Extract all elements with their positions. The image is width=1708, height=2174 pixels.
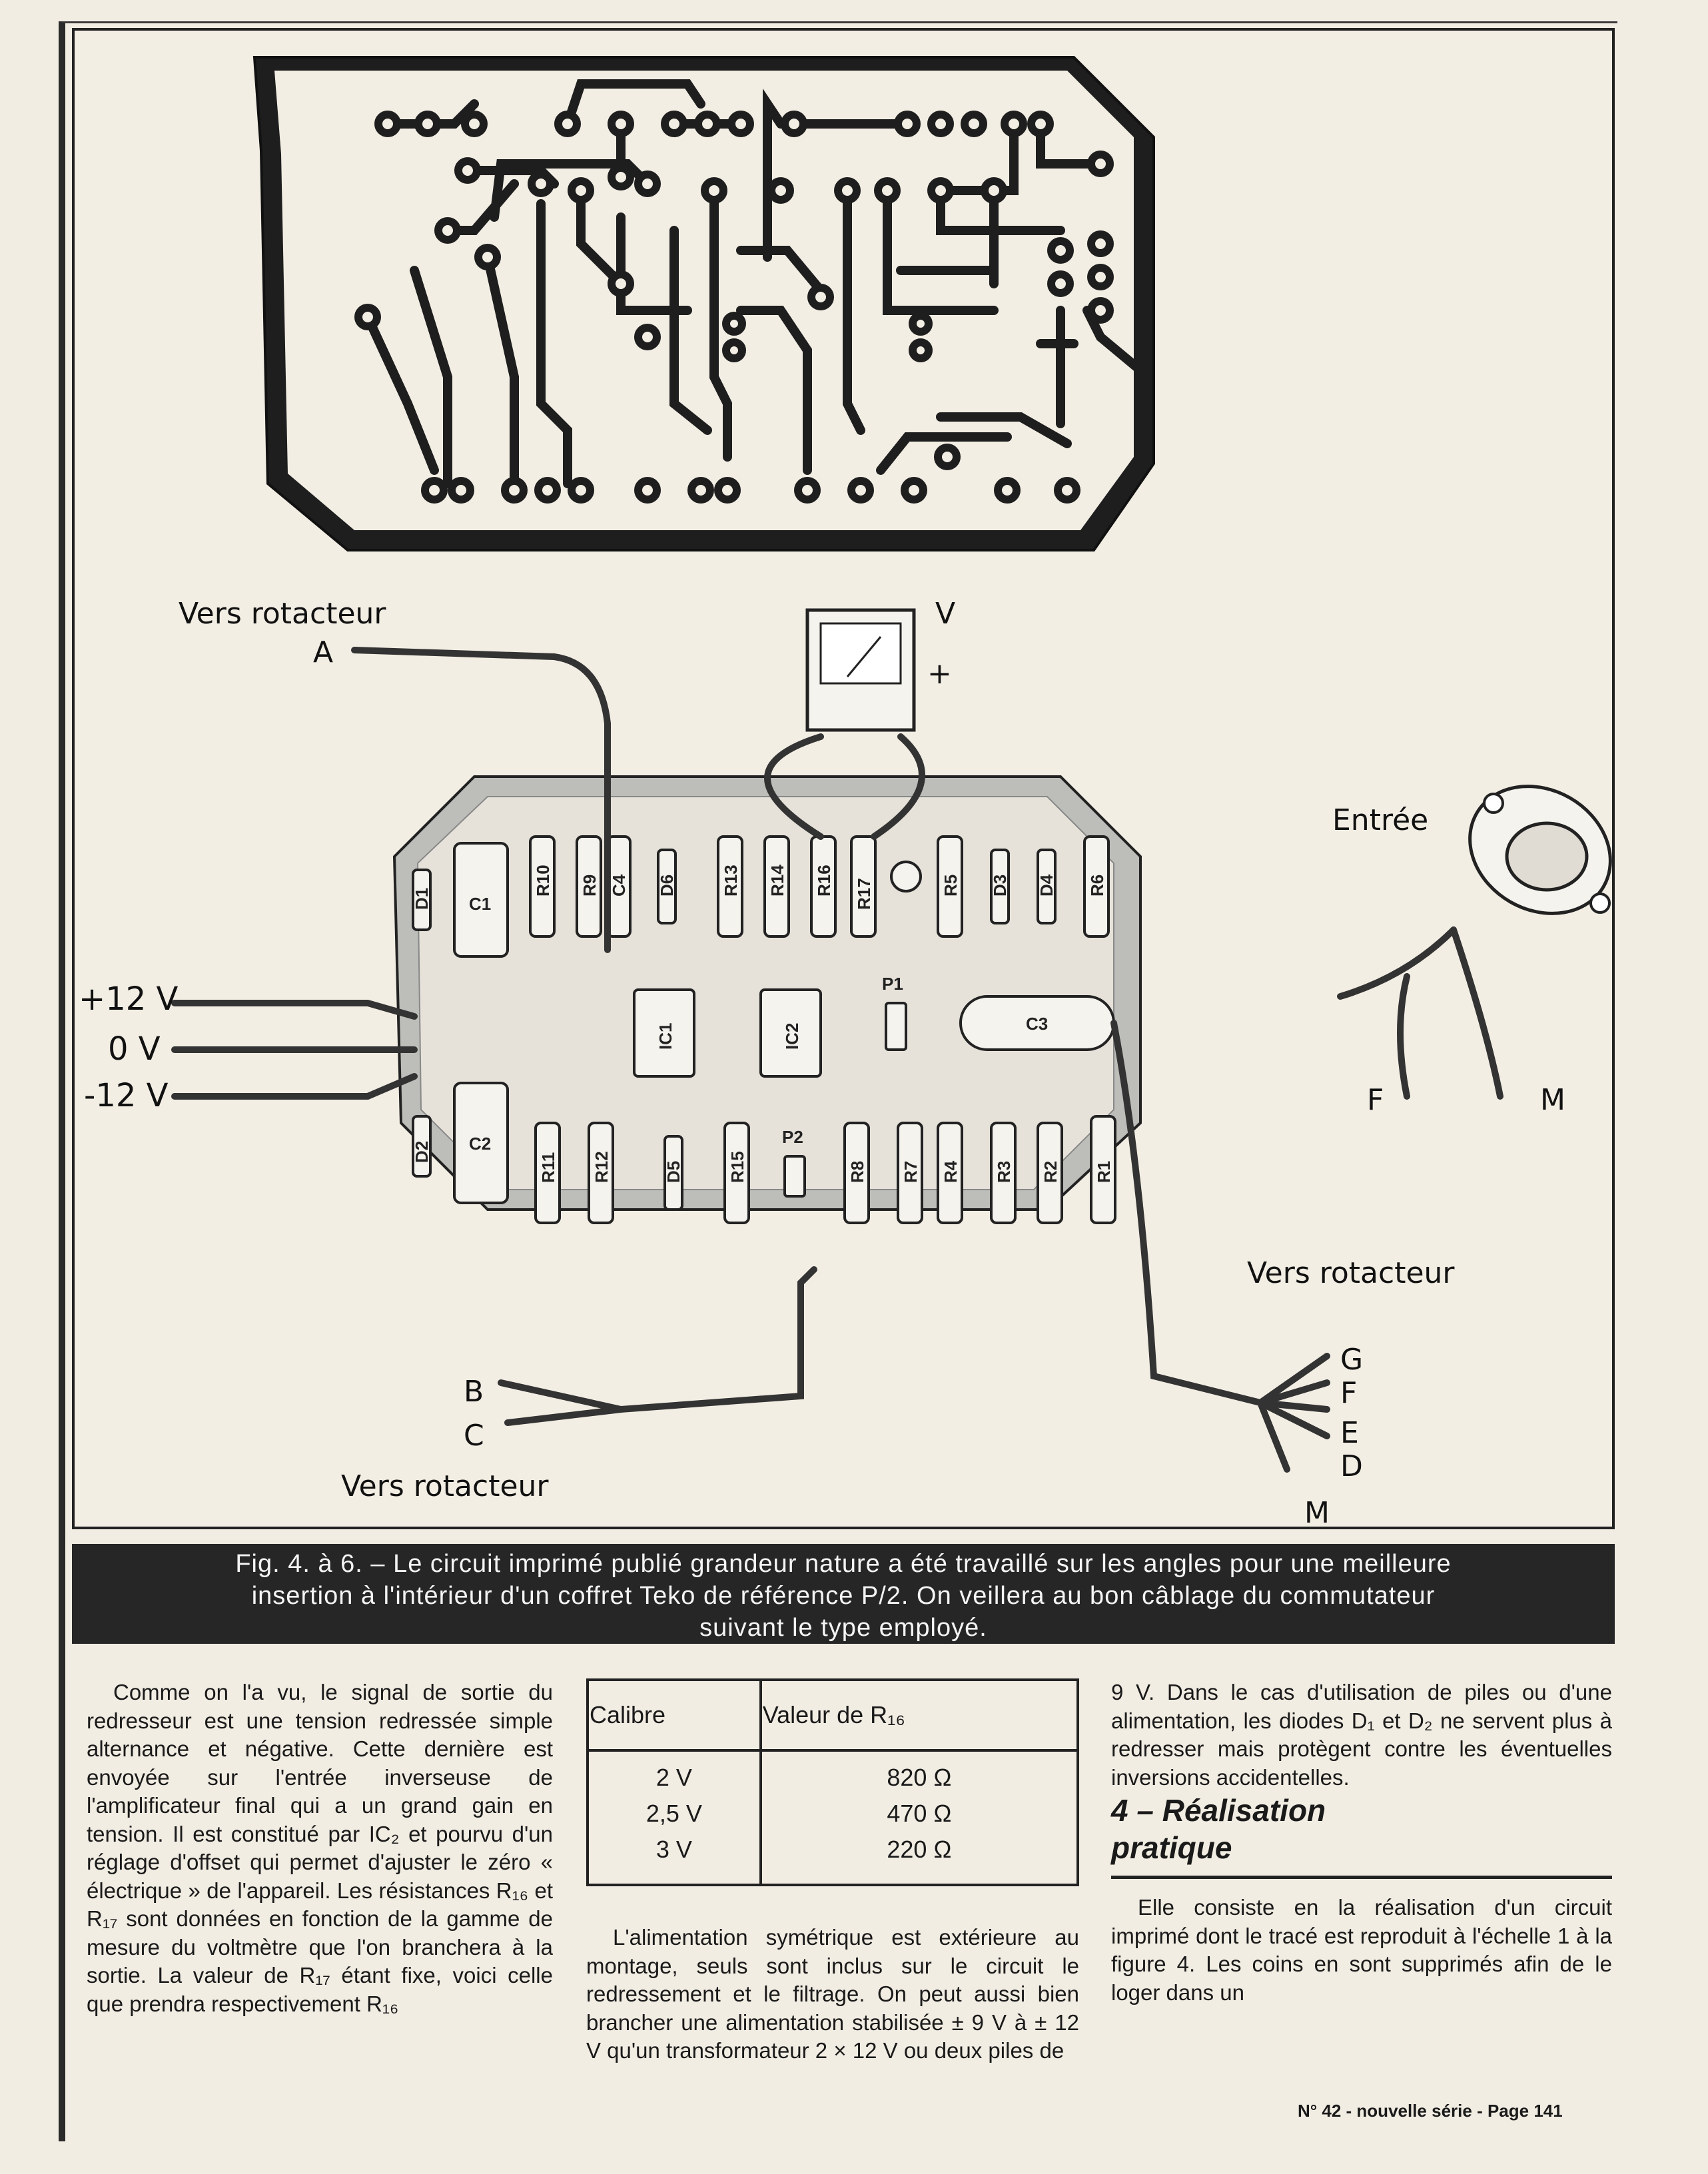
table-cell: 470 Ω [759,1796,1078,1832]
label-c3: C3 [1026,1014,1048,1034]
page-binding-edge [59,21,1617,2141]
point-a-label: A [313,635,333,669]
table-cell: 820 Ω [759,1760,1078,1796]
entree-f-label: F [1367,1083,1384,1117]
wire-d-label: D [1340,1449,1363,1483]
wire-f-label: F [1340,1376,1357,1410]
text-column-3: 9 V. Dans le cas d'utilisation de piles … [1111,1678,1612,2007]
vers-rotacteur-right: Vers rotacteur [1247,1256,1455,1290]
label-r12: R12 [592,1151,612,1183]
table-cell: 2,5 V [645,1800,702,1827]
label-d1: D1 [412,888,432,910]
label-r7: R7 [901,1161,921,1183]
table-row [588,1868,1078,1885]
table-cell: 3 V [655,1836,692,1863]
label-c2: C2 [469,1134,491,1154]
caption-line-2: insertion à l'intérieur d'un coffret Tek… [251,1582,1436,1610]
table-cell: 220 Ω [759,1832,1078,1868]
paragraph-realisation: Elle consiste en la réalisation d'un cir… [1111,1895,1612,2005]
label-d3: D3 [990,875,1010,897]
page-footer: N° 42 - nouvelle série - Page 141 [1298,2101,1563,2121]
figure-caption: Fig. 4. à 6. – Le circuit imprimé publié… [72,1544,1615,1644]
label-r3: R3 [994,1161,1014,1183]
circuit-figure: R10 R9 C4 D6 R13 R14 R16 R17 R5 D3 D4 R6… [79,56,1612,1530]
label-ic2: IC2 [782,1023,802,1050]
label-p2: P2 [782,1127,803,1147]
caption-line-3: suivant le type employé. [699,1614,987,1642]
label-c4: C4 [609,874,629,897]
table-row [588,1750,1078,1760]
label-c1: C1 [469,894,491,914]
label-d2: D2 [412,1141,432,1163]
label-ic1: IC1 [655,1023,675,1050]
pcb-trace-layout [252,56,1155,551]
wire-e-label: E [1340,1416,1359,1450]
plus-12v-label: +12 V [79,980,179,1018]
label-r5: R5 [941,875,961,897]
label-r1: R1 [1094,1161,1114,1183]
label-r13: R13 [721,865,741,897]
section-title-line-1: 4 – Réalisation [1111,1793,1326,1828]
entree-m-label: M [1540,1083,1565,1117]
label-r4: R4 [941,1160,961,1183]
section-title-line-2: pratique [1111,1830,1232,1865]
label-r8: R8 [847,1161,867,1183]
paragraph-piles: 9 V. Dans le cas d'utilisation de piles … [1111,1680,1612,1790]
table-cell: 2 V [655,1764,692,1791]
label-r10: R10 [533,865,553,897]
paragraph-alimentation: L'alimentation symétrique est extérieure… [586,1925,1079,2063]
label-r14: R14 [767,865,787,897]
label-r16: R16 [814,865,834,897]
voltmeter-icon [805,608,916,732]
label-p1: P1 [882,974,903,994]
text-column-1: Comme on l'a vu, le signal de sortie du … [87,1678,553,2018]
table-header-calibre: Calibre [588,1680,761,1752]
label-d5: D5 [663,1161,683,1183]
label-r6: R6 [1087,875,1107,897]
wire-g-label: G [1340,1343,1363,1377]
wire-b-label: B [464,1375,484,1409]
figure-frame: R10 R9 C4 D6 R13 R14 R16 R17 R5 D3 D4 R6… [72,28,1615,1530]
caption-line-1: Fig. 4. à 6. – Le circuit imprimé publié… [235,1550,1452,1578]
wire-c-label: C [464,1419,484,1453]
entree-label: Entrée [1332,803,1428,837]
vers-rotacteur-bottom: Vers rotacteur [341,1469,549,1503]
paragraph-signal-sortie: Comme on l'a vu, le signal de sortie du … [87,1680,553,2016]
zero-v-label: 0 V [108,1030,161,1068]
label-r9: R9 [580,875,600,897]
label-r11: R11 [538,1152,558,1183]
voltmeter-plus-label: + [927,657,952,691]
section-divider [1111,1876,1612,1879]
label-r2: R2 [1041,1161,1061,1183]
wire-m-label: M [1304,1496,1330,1530]
table-row: 2,5 V 470 Ω [588,1796,1078,1832]
calibre-table: Calibre Valeur de R₁₆ 2 V 820 Ω 2,5 V 47… [586,1678,1079,1886]
voltmeter-label: V [935,597,955,631]
table-row: 2 V 820 Ω [588,1760,1078,1796]
section-title: 4 – Réalisation pratique [1111,1792,1612,1866]
minus-12v-label: -12 V [84,1077,169,1114]
table-header-valeur: Valeur de R₁₆ [759,1680,1078,1752]
vers-rotacteur-top: Vers rotacteur [179,597,386,631]
input-connector-icon [1468,785,1612,915]
label-d4: D4 [1037,874,1057,897]
table-row: 3 V 220 Ω [588,1832,1078,1868]
label-r15: R15 [727,1151,747,1183]
label-r17: R17 [854,878,874,910]
text-column-2: Calibre Valeur de R₁₆ 2 V 820 Ω 2,5 V 47… [586,1678,1079,2065]
label-d6: D6 [657,875,677,897]
